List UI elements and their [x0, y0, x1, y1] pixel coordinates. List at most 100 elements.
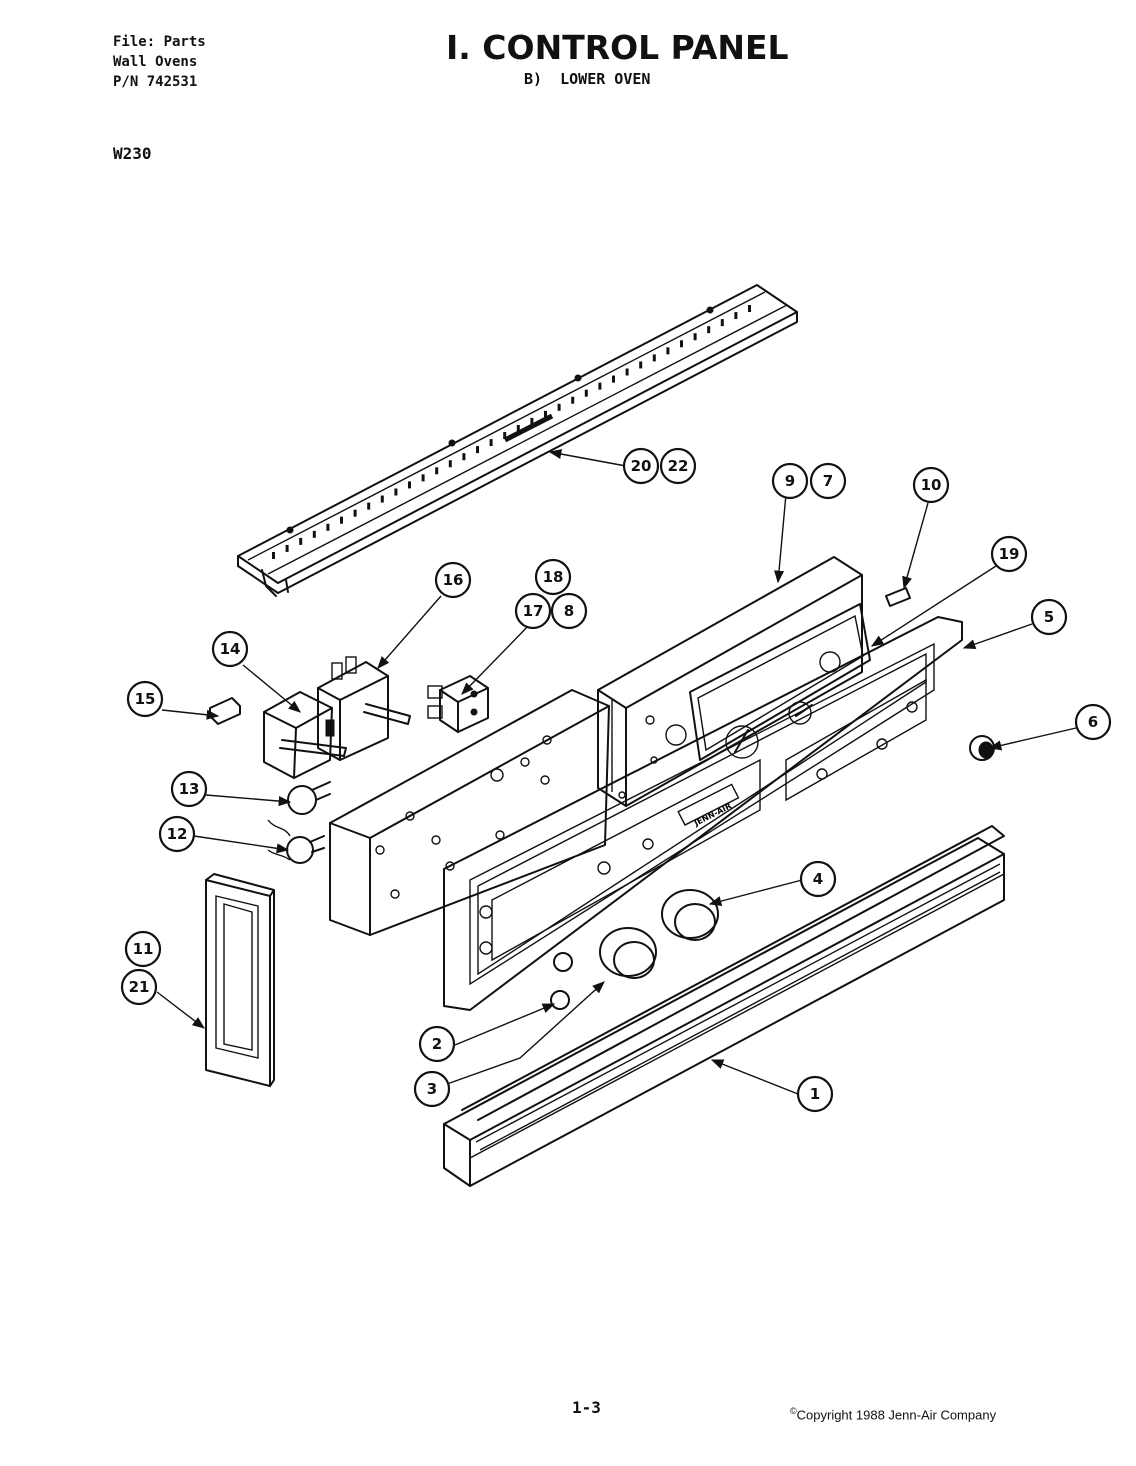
callout-9: 9 [771, 462, 809, 500]
rail-slot [272, 552, 275, 559]
rail-slot [435, 467, 439, 475]
rail-slot [503, 432, 507, 440]
rail-slot [340, 516, 343, 524]
jenn-air-logo: JENN-AIR [692, 801, 733, 828]
front-panel-part [443, 616, 963, 1011]
window-frame-part [205, 873, 275, 1087]
part-number-line: P/N 742531 [113, 74, 198, 90]
bracket-part [209, 697, 241, 725]
page-number: 1-3 [572, 1398, 601, 1417]
rail-slot [367, 502, 371, 510]
category-line: Wall Ovens [113, 54, 198, 70]
callout-21: 21 [120, 968, 158, 1006]
svg-text:16: 16 [443, 571, 464, 589]
callout-11: 11 [124, 930, 162, 968]
callout-3: 3 [413, 1070, 451, 1108]
rail-slot [598, 382, 602, 390]
file-line: File: Parts [113, 34, 206, 50]
rail-slot [326, 523, 330, 531]
svg-text:1: 1 [810, 1085, 820, 1103]
callout-6: 6 [1074, 703, 1112, 741]
callout-10: 10 [912, 466, 950, 504]
callout-16: 16 [434, 561, 472, 599]
bottom-trim-part [443, 825, 1005, 1187]
rail-slot [666, 347, 670, 355]
page-subtitle: B) LOWER OVEN [524, 70, 651, 88]
rail-slot [394, 488, 398, 496]
callout-22: 22 [659, 447, 697, 485]
svg-text:4: 4 [813, 870, 823, 888]
callout-18: 18 [534, 558, 572, 596]
svg-text:18: 18 [543, 568, 564, 586]
rail-slot [516, 424, 520, 432]
rail-slot [584, 389, 588, 397]
svg-text:8: 8 [564, 602, 574, 620]
rotary-switch-part [267, 781, 331, 864]
rail-slot [476, 446, 479, 454]
rail-slot [544, 410, 547, 418]
rail-slot [612, 375, 615, 383]
page-title: I. CONTROL PANEL [446, 28, 789, 67]
rail-slot [448, 460, 452, 468]
svg-text:5: 5 [1044, 608, 1054, 626]
rail-slot [285, 544, 289, 552]
svg-text:3: 3 [427, 1080, 437, 1098]
callout-7: 7 [809, 462, 847, 500]
rail-slot [680, 340, 683, 348]
rail-slot [748, 305, 751, 312]
callout-1: 1 [796, 1075, 834, 1113]
svg-text:14: 14 [220, 640, 241, 658]
rail-slot [639, 361, 643, 369]
callout-14: 14 [211, 630, 249, 668]
rail-slot [625, 368, 629, 376]
callout-19: 19 [990, 535, 1028, 573]
rail-slot [408, 481, 411, 489]
callout-15: 15 [126, 680, 164, 718]
svg-text:2: 2 [432, 1035, 442, 1053]
rail-slot [421, 474, 425, 482]
rail-slot [489, 439, 493, 447]
rail-slot [734, 312, 738, 320]
model-number: W230 [113, 144, 152, 163]
terminal-block-part [427, 675, 489, 733]
callout-5: 5 [1030, 598, 1068, 636]
top-rail-part [237, 284, 798, 597]
rail-slot [571, 396, 575, 404]
rail-slot [652, 354, 656, 362]
svg-text:21: 21 [129, 978, 150, 996]
rail-slot [353, 509, 357, 517]
callout-8: 8 [550, 592, 588, 630]
copyright-notice: ©Copyright 1988 Jenn-Air Company [790, 1406, 996, 1422]
knob-part [550, 889, 719, 1010]
callout-4: 4 [799, 860, 837, 898]
copyright-text: Copyright 1988 Jenn-Air Company [796, 1407, 997, 1423]
callout-12: 12 [158, 815, 196, 853]
rail-slot [693, 333, 697, 341]
rail-slot [707, 326, 711, 334]
svg-text:20: 20 [631, 457, 652, 475]
svg-text:19: 19 [999, 545, 1020, 563]
leader-lines [156, 449, 1077, 1095]
svg-text:17: 17 [523, 602, 544, 620]
file-info-block: File: Parts Wall Ovens P/N 742531 [113, 32, 206, 92]
rail-slot [380, 495, 384, 503]
callout-17: 17 [514, 592, 552, 630]
mounting-plate-part [329, 689, 610, 936]
svg-text:15: 15 [135, 690, 156, 708]
svg-text:11: 11 [133, 940, 154, 958]
rail-slot [312, 530, 316, 538]
svg-text:9: 9 [785, 472, 795, 490]
svg-text:22: 22 [668, 457, 689, 475]
rail-slot [720, 319, 724, 327]
rail-slot [557, 403, 561, 411]
rail-slot [530, 417, 534, 425]
rail-slot [299, 537, 303, 545]
svg-text:13: 13 [179, 780, 200, 798]
svg-text:12: 12 [167, 825, 188, 843]
clip-part [885, 587, 911, 607]
control-box-part [597, 556, 863, 807]
svg-text:7: 7 [823, 472, 833, 490]
svg-text:6: 6 [1088, 713, 1098, 731]
rail-slot [462, 453, 466, 461]
